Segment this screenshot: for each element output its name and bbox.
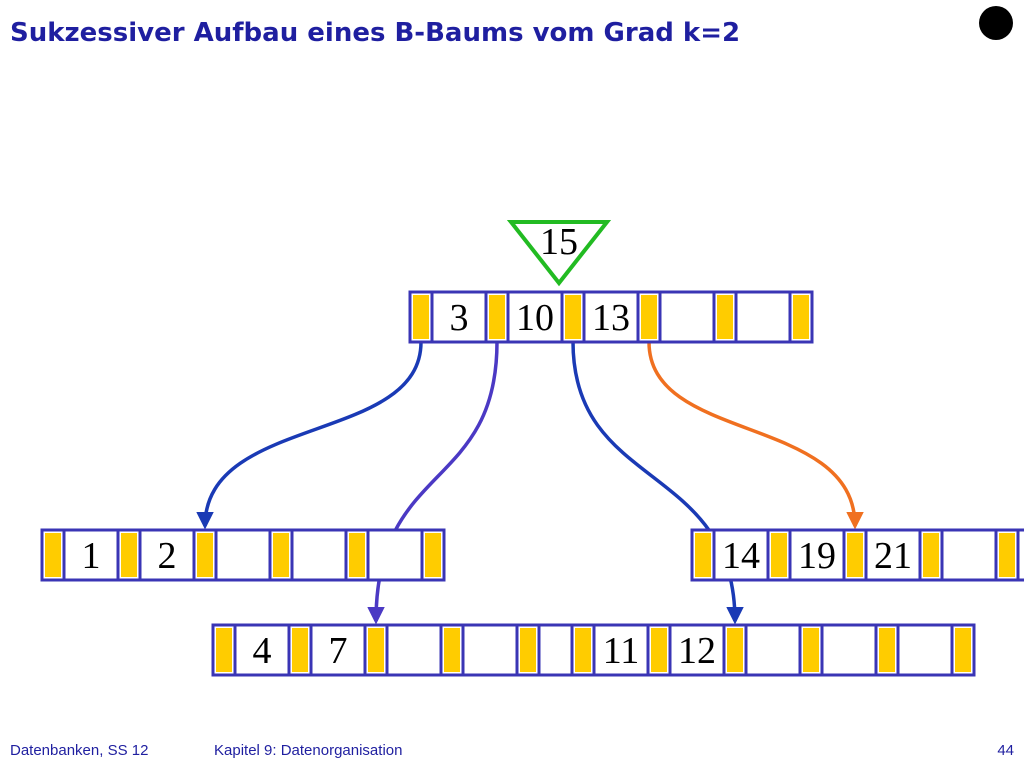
key-cell: 19 <box>798 535 836 577</box>
key-cell: 2 <box>158 535 177 577</box>
pointer-cell <box>641 295 657 339</box>
pointer-cell <box>197 533 213 577</box>
pointer-cell <box>349 533 365 577</box>
pointer-cell <box>727 628 743 672</box>
btree-node-leaf-4: 14 19 21 <box>690 528 1024 582</box>
key-cell: 14 <box>722 535 760 577</box>
footer-course: Datenbanken, SS 12 <box>10 742 149 759</box>
key-cell: 1 <box>82 535 101 577</box>
pointer-cell <box>413 295 429 339</box>
pointer-cell <box>565 295 581 339</box>
child-pointer-arrow <box>196 341 423 530</box>
pointer-cell <box>999 533 1015 577</box>
pointer-cell <box>368 628 384 672</box>
insert-key-label: 15 <box>540 221 578 263</box>
key-cell: 13 <box>592 297 630 339</box>
pointer-cell <box>923 533 939 577</box>
pointer-cell <box>695 533 711 577</box>
node-frame <box>570 623 976 677</box>
key-cell: 4 <box>253 630 272 672</box>
node-frame <box>211 623 617 677</box>
pointer-cell <box>847 533 863 577</box>
pointer-cell <box>489 295 505 339</box>
pointer-cell <box>575 628 591 672</box>
node-frame <box>40 528 446 582</box>
pointer-cell <box>216 628 232 672</box>
key-cell: 12 <box>678 630 716 672</box>
pointer-cell <box>879 628 895 672</box>
pointer-cell <box>771 533 787 577</box>
pointer-cell <box>425 533 441 577</box>
key-cell: 3 <box>450 297 469 339</box>
pointer-cell <box>651 628 667 672</box>
pointer-cell <box>520 628 536 672</box>
footer-chapter: Kapitel 9: Datenorganisation <box>214 742 403 759</box>
key-cell: 21 <box>874 535 912 577</box>
pointer-cell <box>793 295 809 339</box>
pointer-cell <box>803 628 819 672</box>
pointer-cell <box>717 295 733 339</box>
pointer-cell <box>273 533 289 577</box>
node-frame <box>408 290 814 344</box>
btree-node-root: 3 10 13 <box>408 290 814 344</box>
pointer-cell <box>121 533 137 577</box>
key-cell: 7 <box>329 630 348 672</box>
insert-marker-triangle <box>506 220 612 287</box>
pointer-cell <box>45 533 61 577</box>
filled-circle-icon <box>979 6 1013 40</box>
child-pointer-arrow <box>647 341 864 530</box>
btree-node-leaf-3: 11 12 <box>570 623 976 677</box>
footer-page-number: 44 <box>997 742 1014 759</box>
slide-title: Sukzessiver Aufbau eines B-Baums vom Gra… <box>10 18 741 48</box>
key-cell: 11 <box>603 630 640 672</box>
pointer-cell <box>955 628 971 672</box>
pointer-cell <box>292 628 308 672</box>
key-cell: 10 <box>516 297 554 339</box>
pointer-cell <box>444 628 460 672</box>
